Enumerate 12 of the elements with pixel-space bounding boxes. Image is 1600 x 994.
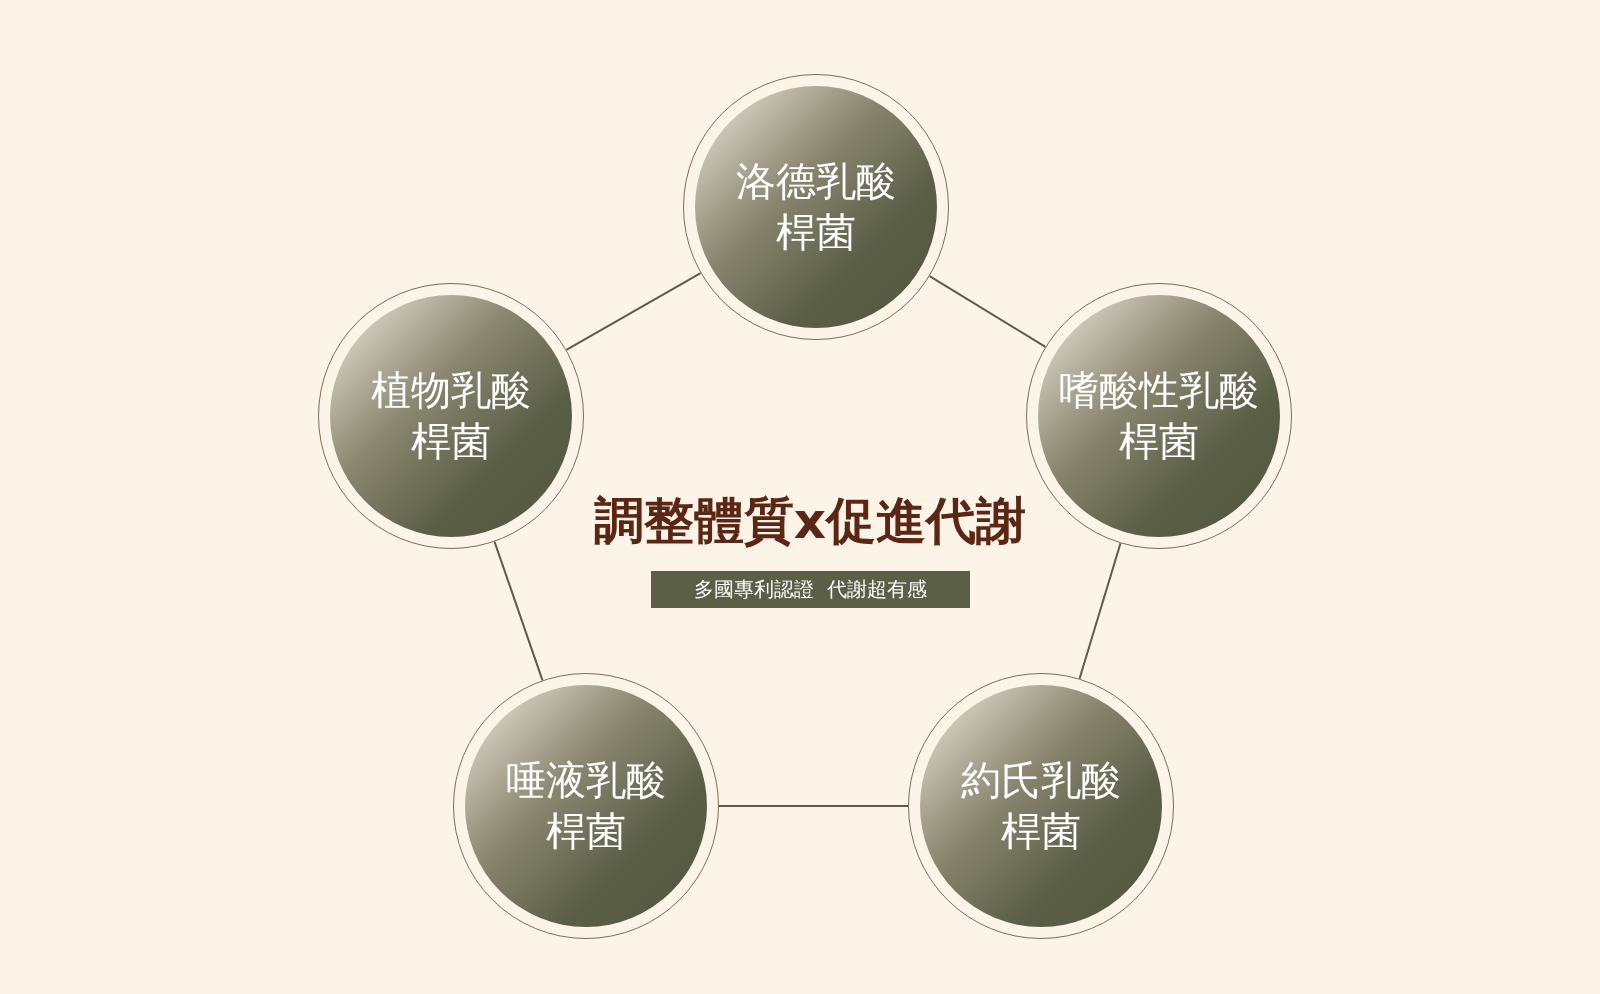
connector-line [718, 805, 909, 807]
connector-line [493, 540, 544, 682]
connector-line [928, 275, 1047, 348]
strain-name: 唾液乳酸桿菌 [505, 755, 667, 856]
connector-line [565, 272, 702, 351]
strain-name: 洛德乳酸桿菌 [735, 156, 897, 257]
strain-name: 植物乳酸桿菌 [370, 365, 532, 466]
subtitle-banner: 多國專利認證 代謝超有感 [651, 571, 970, 608]
strain-name: 約氏乳酸桿菌 [960, 755, 1122, 856]
strain-name: 嗜酸性乳酸桿菌 [1058, 365, 1260, 466]
connector-line [1078, 542, 1122, 680]
title: 調整體質x促進代謝 [592, 491, 1028, 552]
